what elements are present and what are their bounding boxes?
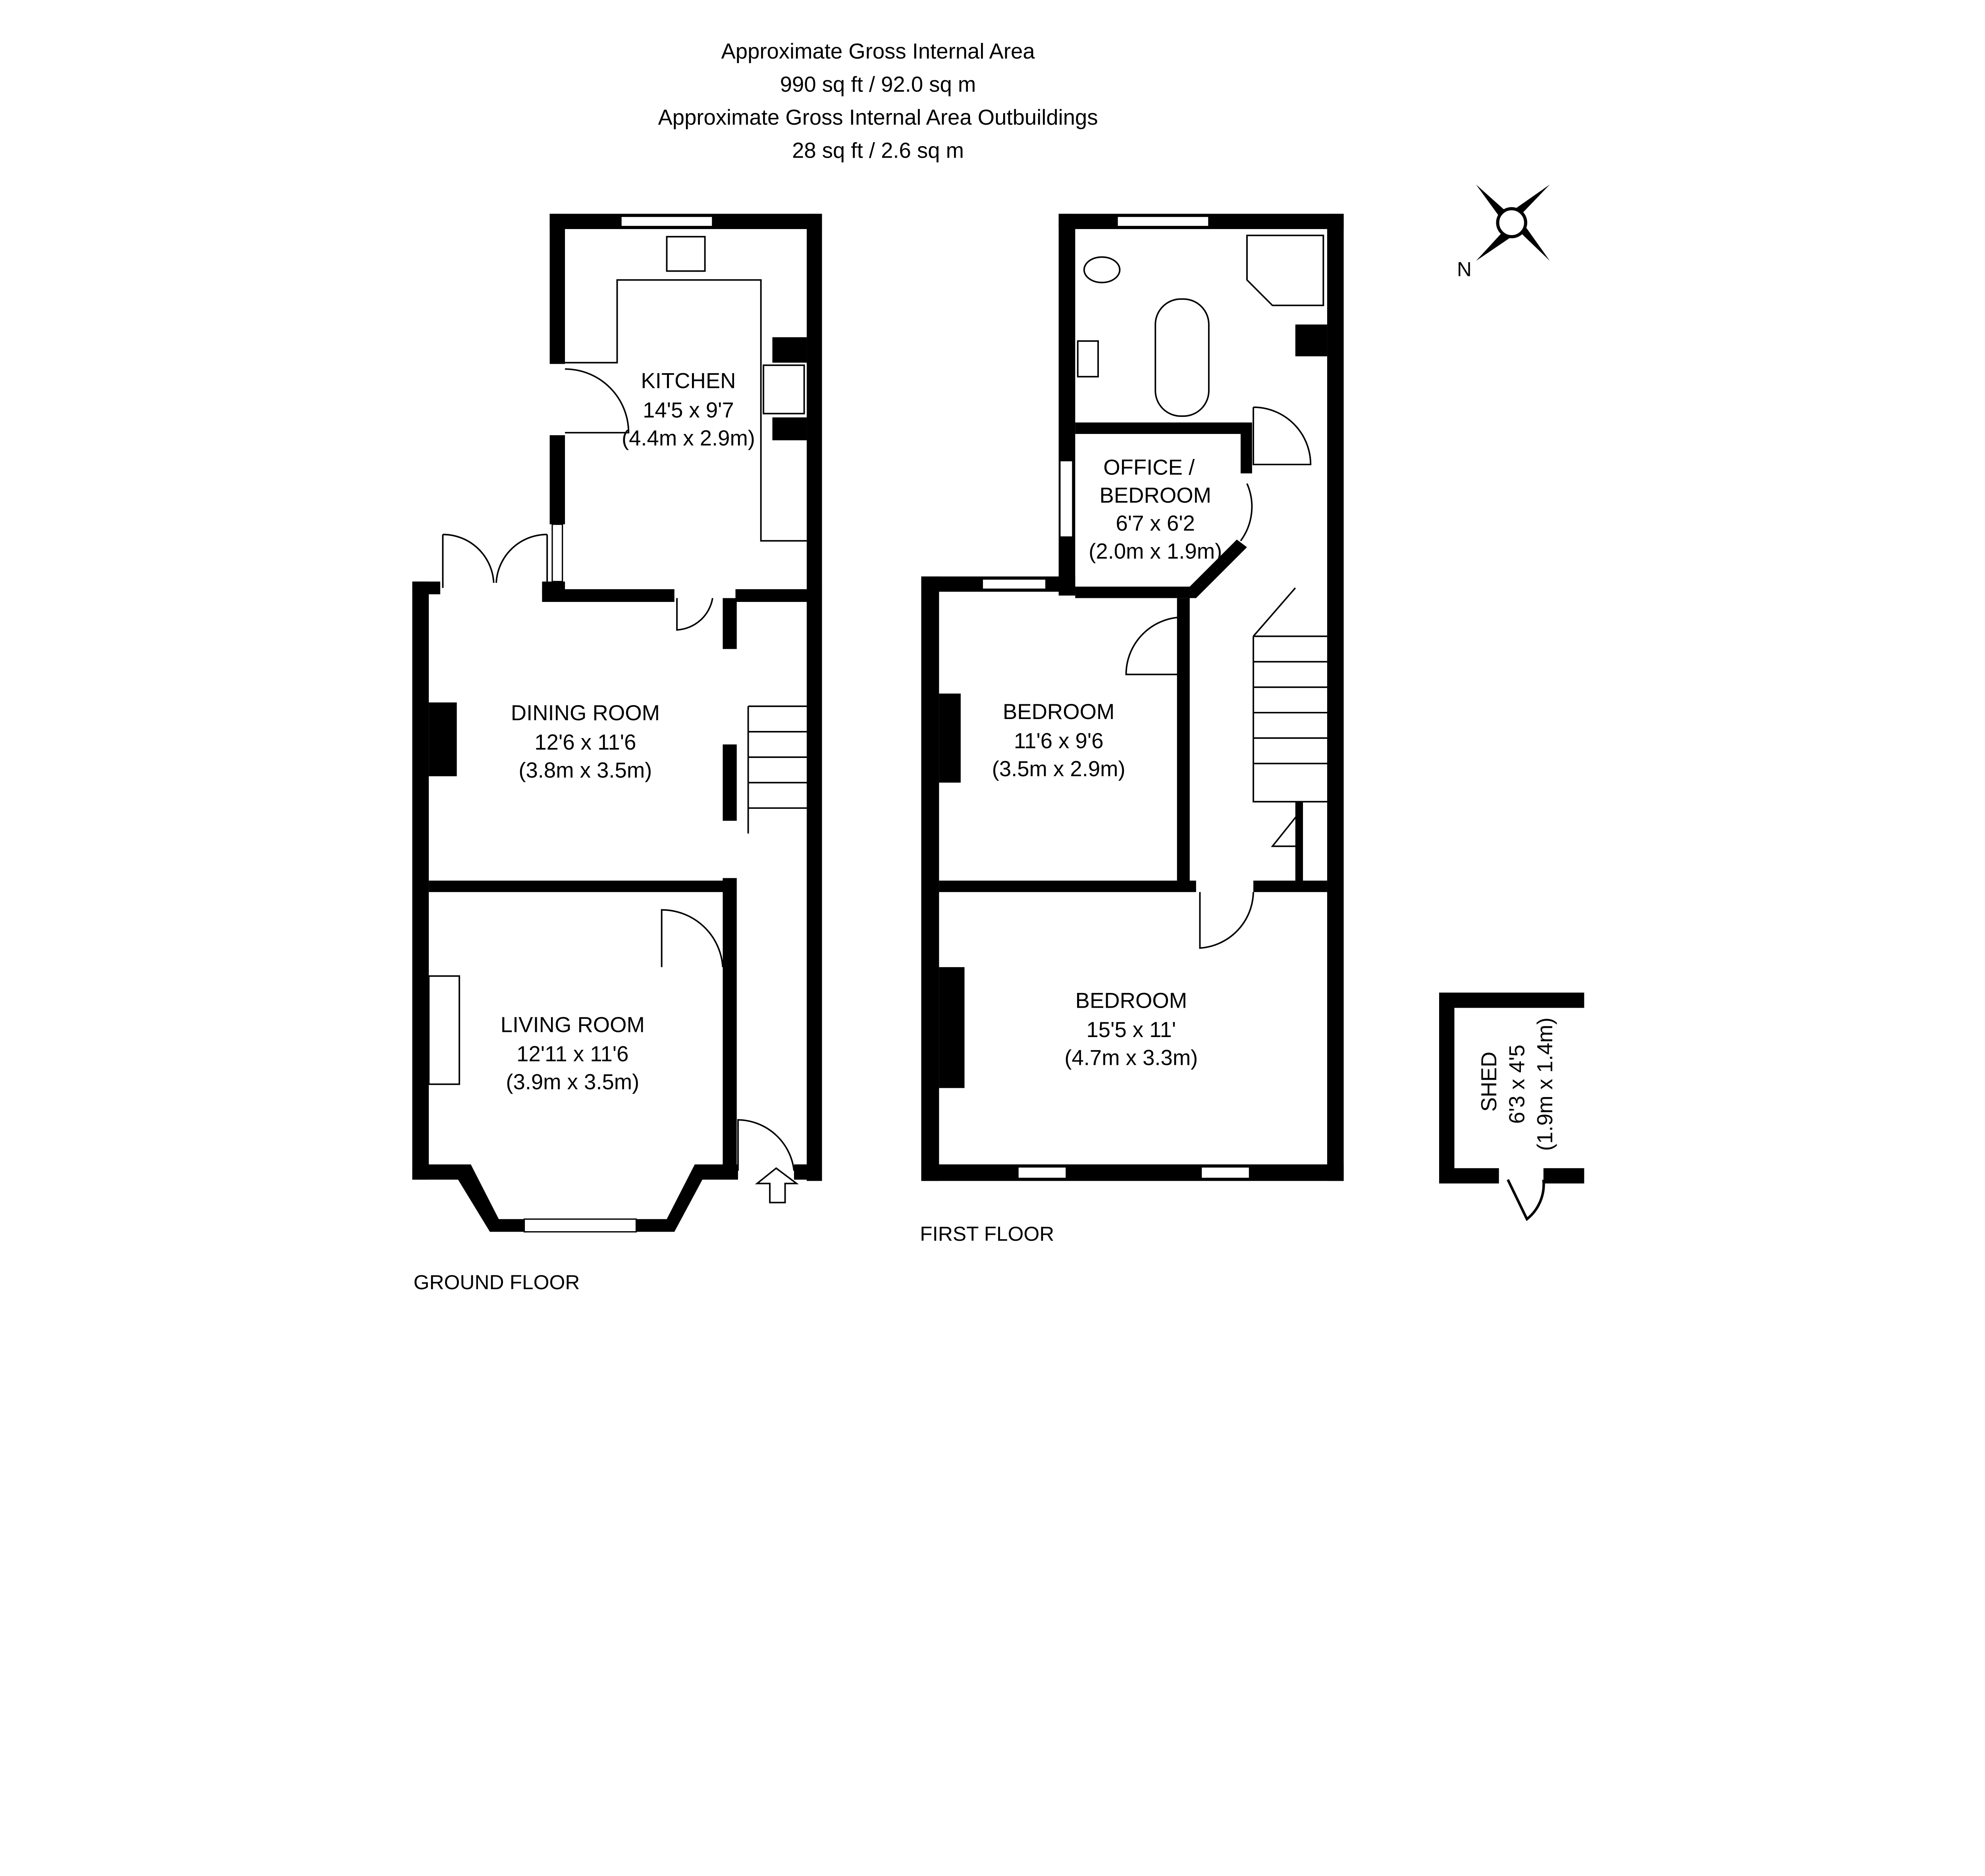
compass-icon: N <box>1457 184 1550 281</box>
room-name: LIVING ROOM <box>501 1012 645 1037</box>
floor-plan: Approximate Gross Internal Area 990 sq f… <box>412 39 1584 1294</box>
room-bedroom-1: BEDROOM 15'5 x 11' (4.7m x 3.3m) <box>1064 988 1198 1070</box>
gia-title: Approximate Gross Internal Area <box>721 39 1035 63</box>
room-dimensions-metric: (1.9m x 1.4m) <box>1533 1018 1557 1151</box>
gia-outbuildings-value: 28 sq ft / 2.6 sq m <box>792 138 964 162</box>
compass-north-label: N <box>1457 258 1472 281</box>
room-shed: SHED 6'3 x 4'5 (1.9m x 1.4m) <box>1477 1018 1557 1151</box>
room-dimensions-metric: (3.5m x 2.9m) <box>992 757 1125 781</box>
room-dimensions-imperial: 12'11 x 11'6 <box>516 1042 628 1066</box>
room-dimensions-imperial: 12'6 x 11'6 <box>534 730 636 754</box>
room-dimensions-metric: (3.8m x 3.5m) <box>518 758 652 782</box>
room-office-bedroom: OFFICE / BEDROOM 6'7 x 6'2 (2.0m x 1.9m) <box>1089 455 1222 564</box>
room-name: BEDROOM <box>1003 700 1114 724</box>
room-dimensions-imperial: 11'6 x 9'6 <box>1014 729 1104 753</box>
entrance-arrow-icon <box>755 1167 799 1203</box>
room-dimensions-imperial: 14'5 x 9'7 <box>643 398 734 422</box>
room-name: KITCHEN <box>641 369 736 393</box>
room-name: DINING ROOM <box>511 701 660 725</box>
room-dimensions-metric: (4.7m x 3.3m) <box>1064 1046 1198 1070</box>
room-dimensions-imperial: 6'3 x 4'5 <box>1505 1045 1529 1124</box>
ground-floor-plan: KITCHEN 14'5 x 9'7 (4.4m x 2.9m) DINING … <box>412 214 822 1294</box>
room-dimensions-metric: (2.0m x 1.9m) <box>1089 539 1222 563</box>
room-bedroom-2: BEDROOM 11'6 x 9'6 (3.5m x 2.9m) <box>992 700 1125 781</box>
room-living-room: LIVING ROOM 12'11 x 11'6 (3.9m x 3.5m) <box>501 1012 645 1094</box>
room-name: BEDROOM <box>1075 988 1187 1012</box>
room-name: OFFICE / <box>1103 455 1195 480</box>
gia-value: 990 sq ft / 92.0 sq m <box>780 72 976 96</box>
area-summary: Approximate Gross Internal Area 990 sq f… <box>658 39 1098 162</box>
room-name-line2: BEDROOM <box>1100 483 1211 507</box>
shed-plan: SHED 6'3 x 4'5 (1.9m x 1.4m) <box>1439 992 1584 1221</box>
room-kitchen: KITCHEN 14'5 x 9'7 (4.4m x 2.9m) <box>622 369 755 450</box>
room-dining-room: DINING ROOM 12'6 x 11'6 (3.8m x 3.5m) <box>511 701 660 782</box>
gia-outbuildings-title: Approximate Gross Internal Area Outbuild… <box>658 105 1098 129</box>
room-dimensions-imperial: 15'5 x 11' <box>1086 1018 1176 1042</box>
room-name: SHED <box>1477 1052 1501 1112</box>
room-dimensions-metric: (3.9m x 3.5m) <box>506 1070 639 1094</box>
first-floor-plan: OFFICE / BEDROOM 6'7 x 6'2 (2.0m x 1.9m)… <box>920 214 1344 1245</box>
room-dimensions-imperial: 6'7 x 6'2 <box>1116 511 1195 536</box>
ground-floor-label: GROUND FLOOR <box>414 1271 580 1294</box>
first-floor-label: FIRST FLOOR <box>920 1222 1054 1245</box>
room-dimensions-metric: (4.4m x 2.9m) <box>622 426 755 450</box>
